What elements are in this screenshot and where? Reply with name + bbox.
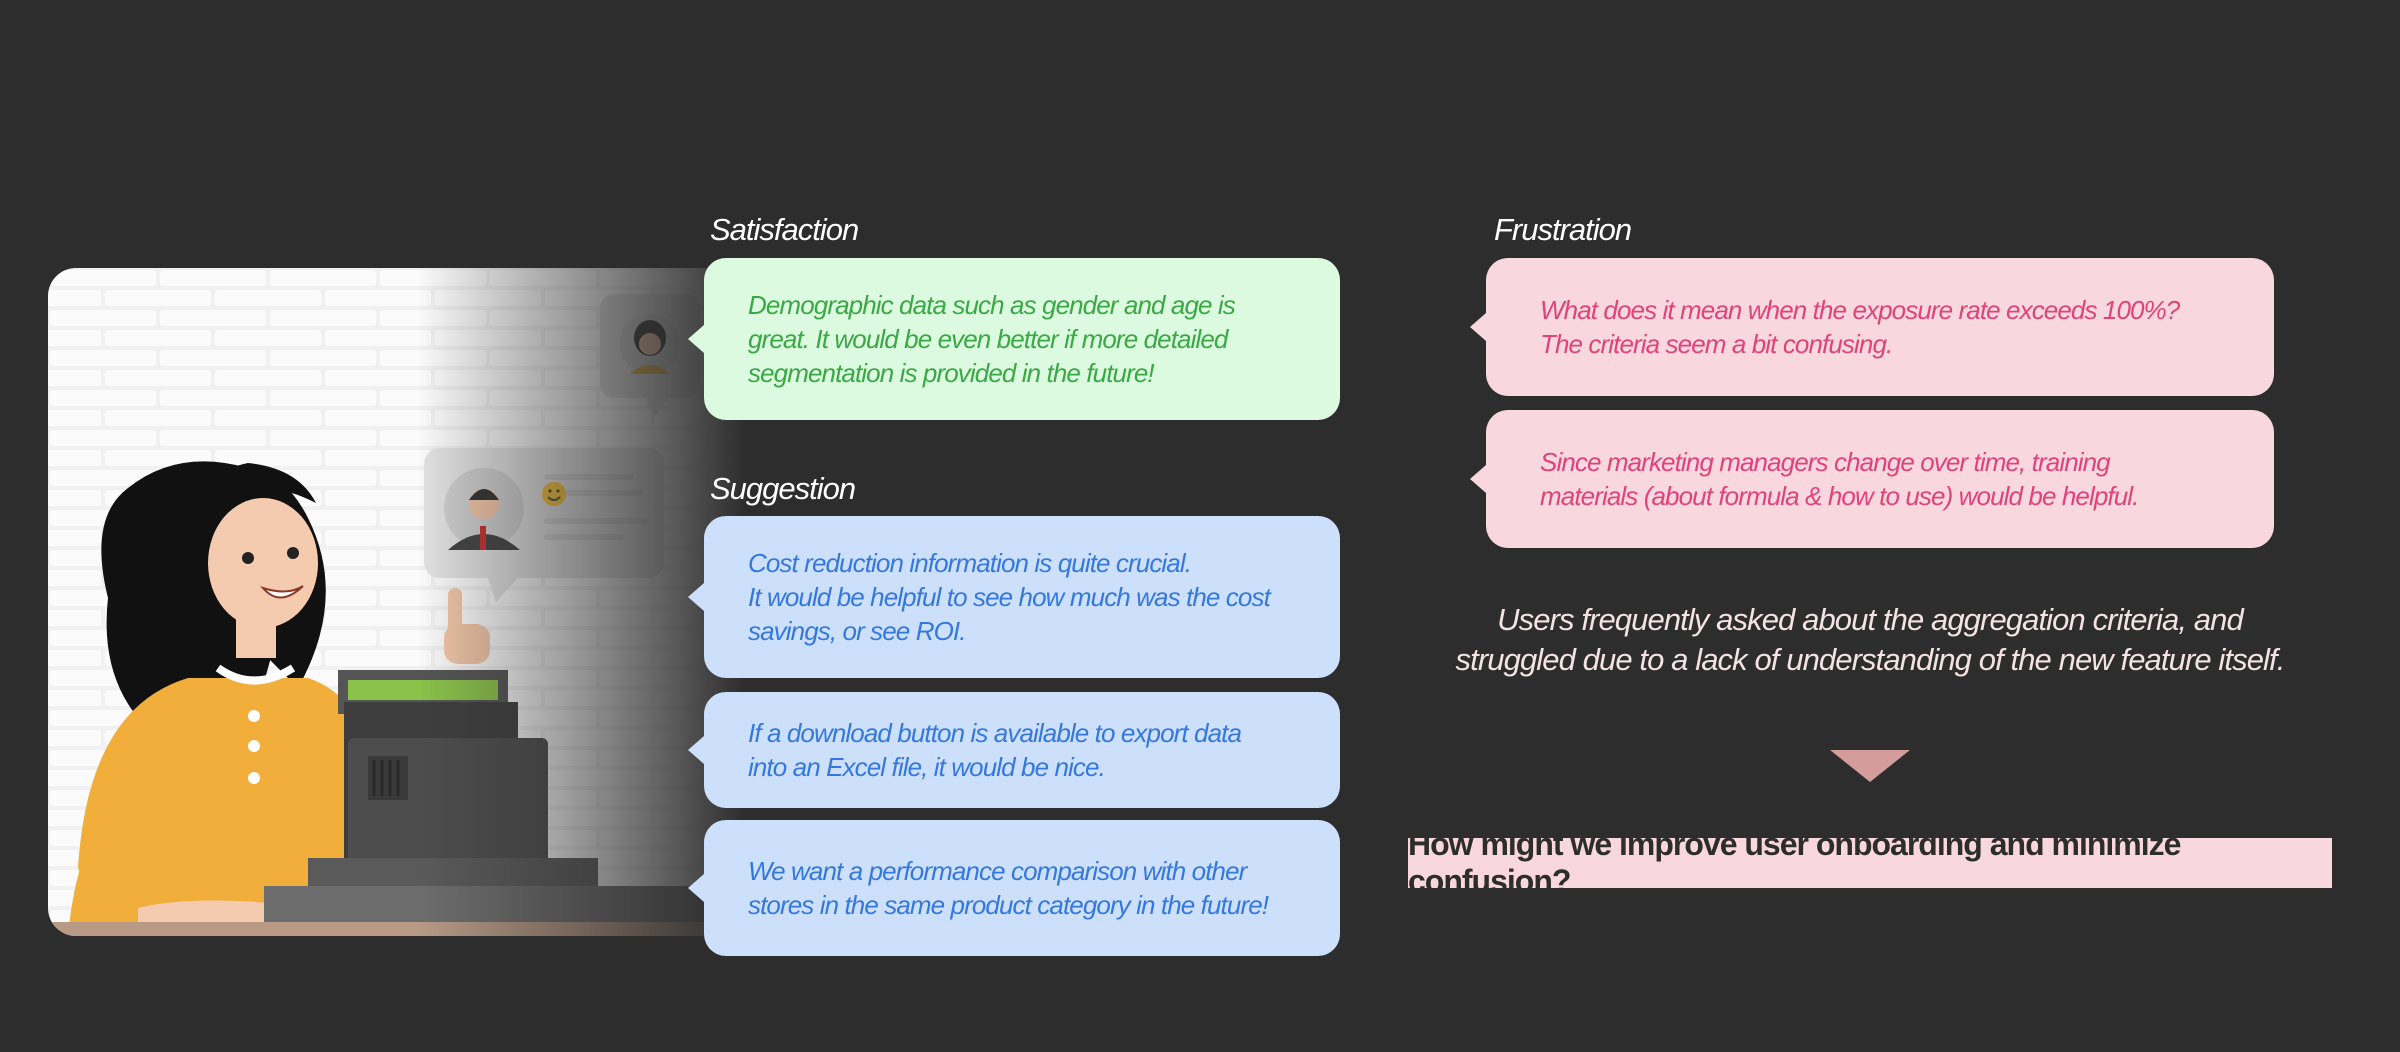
- comment-text: What does it mean when the exposure rate…: [1540, 295, 2180, 359]
- comment-text: Cost reduction information is quite cruc…: [748, 548, 1271, 646]
- frustration-comment: Since marketing managers change over tim…: [1470, 410, 2274, 548]
- suggestion-comment: Cost reduction information is quite cruc…: [688, 516, 1340, 678]
- satisfaction-heading: Satisfaction: [710, 212, 859, 247]
- down-arrow-icon: [1830, 750, 1910, 782]
- frustration-heading: Frustration: [1494, 212, 1632, 247]
- how-might-we-statement: How might we improve user onboarding and…: [1408, 826, 2332, 899]
- frustration-comment: What does it mean when the exposure rate…: [1470, 258, 2274, 396]
- key-insight: Users frequently asked about the aggrega…: [1455, 602, 2286, 677]
- comment-text: If a download button is available to exp…: [748, 718, 1242, 782]
- comment-text: Demographic data such as gender and age …: [748, 290, 1236, 388]
- suggestion-comment: If a download button is available to exp…: [688, 692, 1340, 808]
- comment-text: We want a performance comparison with ot…: [748, 856, 1269, 920]
- comment-text: Since marketing managers change over tim…: [1540, 447, 2139, 511]
- satisfaction-comment: Demographic data such as gender and age …: [688, 258, 1340, 420]
- suggestion-comment: We want a performance comparison with ot…: [688, 820, 1340, 956]
- suggestion-heading: Suggestion: [710, 471, 856, 506]
